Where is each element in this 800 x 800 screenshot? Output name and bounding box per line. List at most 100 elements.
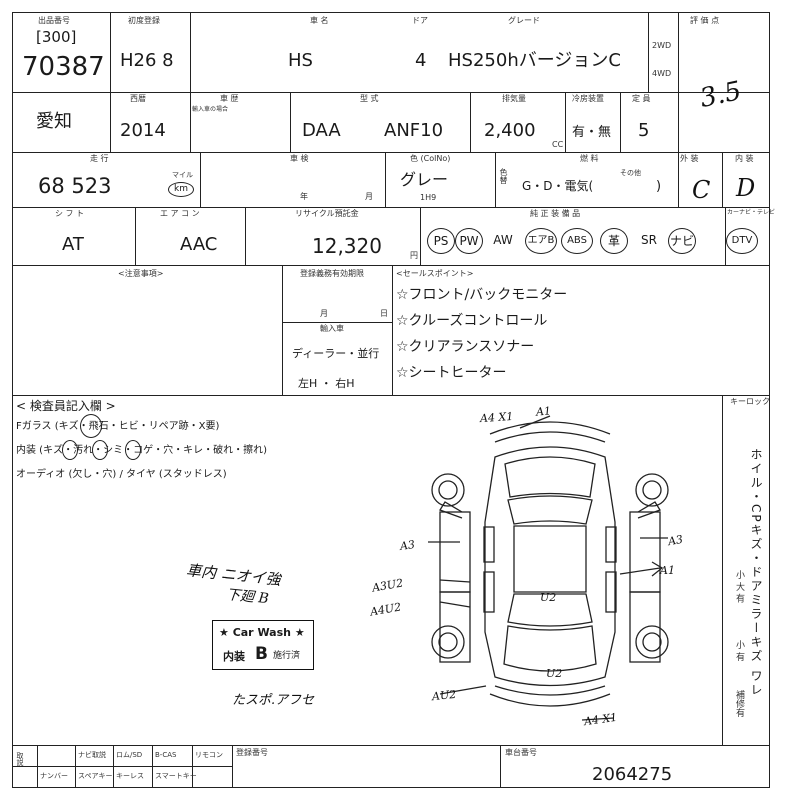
selling-point: ☆クリアランスソナー xyxy=(396,339,535,355)
shift: AT xyxy=(62,234,84,255)
drive-2wd: 2WD xyxy=(652,41,672,50)
mileage-unit-top: マイル xyxy=(172,171,193,179)
car-wash-title: ★ Car Wash ★ xyxy=(219,626,305,639)
side-scale-2: 小 有 xyxy=(734,640,744,661)
registration-number-label: 登録番号 xyxy=(236,748,268,757)
key-lock-label: キーロック xyxy=(730,397,770,406)
displacement-label: 排気量 xyxy=(502,94,526,103)
handwritten-extra-note: たスポ.アフセ xyxy=(232,693,315,708)
chassis-number: 2064275 xyxy=(592,764,673,785)
interior-circle-mark-3 xyxy=(125,440,141,460)
selling-point: ☆フロント/バックモニター xyxy=(396,287,568,303)
capacity-label: 定 員 xyxy=(632,94,651,103)
aircon-label: 冷房装置 xyxy=(572,94,604,103)
fuel-types: G・D・電気( xyxy=(522,179,594,193)
diagram-mark: AU2 xyxy=(431,687,457,704)
equipment-item: AW xyxy=(493,233,513,247)
recycle-label: リサイクル預託金 xyxy=(295,209,359,218)
car-damage-diagram xyxy=(428,415,669,721)
model-prefix: DAA xyxy=(302,120,341,141)
inspector-title: < 検査員記入欄 > xyxy=(16,399,116,413)
interior-label: 内 装 xyxy=(735,154,754,163)
color-change: 色替 xyxy=(499,168,508,184)
equipment-item: PS xyxy=(427,228,455,254)
door-count: 4 xyxy=(415,50,427,71)
diagram-mark: A1 xyxy=(660,564,675,577)
aircon-value: 有・無 xyxy=(572,125,612,140)
year-label: 西暦 xyxy=(130,94,146,103)
diagram-mark: U2 xyxy=(546,667,563,680)
diagram-mark: A4 X1 xyxy=(479,409,514,426)
steering-side: 左H ・ 右H xyxy=(298,377,355,390)
region: 愛知 xyxy=(36,111,72,132)
equipment-label: 純 正 装 備 品 xyxy=(530,209,581,218)
audio-tire-note: オーディオ (欠し・穴) / タイヤ (スタッドレス) xyxy=(16,469,227,480)
inspection-expiry-label: 登録義務有効期限 xyxy=(300,269,364,278)
selling-points-label: <セールスポイント> xyxy=(396,269,474,278)
color-no: 1H9 xyxy=(420,193,437,202)
aircon-type-label: エ ア コ ン xyxy=(160,209,200,218)
footer-top-item: リモコン xyxy=(195,751,223,759)
color: グレー xyxy=(400,170,449,189)
inspection-day: 日 xyxy=(380,309,388,318)
diagram-mark: U2 xyxy=(540,591,557,604)
chassis-label: 車台番号 xyxy=(505,748,537,757)
fuel-other: その他 xyxy=(620,169,641,177)
vehicle-check-year: 年 xyxy=(300,192,308,201)
side-scale-1: 小 大 有 xyxy=(734,570,744,603)
car-wash-done: 施行済 xyxy=(273,651,301,661)
equipment-item: SR xyxy=(641,233,657,247)
mileage-label: 走 行 xyxy=(90,154,109,163)
interior-circle-mark-2 xyxy=(92,440,108,460)
carnavi-label: カーナビ・テレビ xyxy=(727,209,776,216)
exterior-label: 外 装 xyxy=(680,154,699,163)
history-label: 車 歴 xyxy=(220,94,239,103)
glass-note: Fガラス (キズ・飛石・ヒビ・リペア跡・X要) xyxy=(16,421,220,432)
year: 2014 xyxy=(120,120,166,141)
door-label: ドア xyxy=(412,16,428,25)
handwritten-underbody-note: 下廻 B xyxy=(225,586,270,608)
interior-circle-mark-1 xyxy=(62,440,78,460)
color-label: 色 (ColNo) xyxy=(410,154,451,163)
footer-bottom-item: ナンバー xyxy=(40,772,68,780)
footer-bottom-item: スマートキー xyxy=(155,772,197,780)
wheel-mirror-note: ホイル・CPキズ・ドアミラーキズ ワレ xyxy=(749,448,763,698)
equipment-item: ナビ xyxy=(668,228,696,254)
grade: HS250hバージョンC xyxy=(448,50,621,71)
recycle-deposit: 12,320 xyxy=(312,234,382,258)
mileage: 68 523 xyxy=(38,174,112,198)
inspection-month: 月 xyxy=(320,309,328,318)
first-registration: H26 8 xyxy=(120,50,174,71)
car-wash-grade: B xyxy=(255,644,268,664)
diagram-mark: A3 xyxy=(666,532,684,549)
diagram-mark: A1 xyxy=(535,404,552,419)
first-registration-label: 初度登録 xyxy=(128,16,160,25)
history-sub: 輸入車の場合 xyxy=(192,106,229,113)
interior-grade: D xyxy=(736,174,756,202)
equipment-item: PW xyxy=(455,228,483,254)
footer-top-item: B-CAS xyxy=(155,751,177,759)
displacement: 2,400 xyxy=(484,120,536,141)
aircon-type: AAC xyxy=(180,234,218,255)
dealer-parallel: ディーラー・並行 xyxy=(292,347,380,360)
grade-label: グレード xyxy=(508,16,540,25)
capacity: 5 xyxy=(638,120,650,141)
equipment-item: ABS xyxy=(561,228,593,254)
interior-note: 内装 (キズ・汚れ・シミ・コゲ・穴・キレ・破れ・擦れ) xyxy=(16,445,267,456)
diagram-mark: A3 xyxy=(399,538,416,553)
exterior-grade: C xyxy=(692,176,711,204)
model-label: 型 式 xyxy=(360,94,379,103)
notes-label: <注意事項> xyxy=(118,269,164,278)
footer-side-label: 取説 xyxy=(16,752,24,766)
car-wash-stamp: ★ Car Wash ★ 内装 B 施行済 xyxy=(212,620,314,670)
sheet-border xyxy=(12,12,770,788)
lot-number-label: 出品番号 xyxy=(38,16,70,25)
fuel-end: ) xyxy=(656,179,662,194)
side-repair: 補修有 xyxy=(734,690,744,717)
cc-unit: CC xyxy=(552,140,564,149)
car-wash-label: 内装 xyxy=(223,650,245,663)
footer-top-item: ロム/SD xyxy=(116,751,143,759)
shift-label: シ フ ト xyxy=(55,209,85,218)
selling-point: ☆クルーズコントロール xyxy=(396,313,548,329)
